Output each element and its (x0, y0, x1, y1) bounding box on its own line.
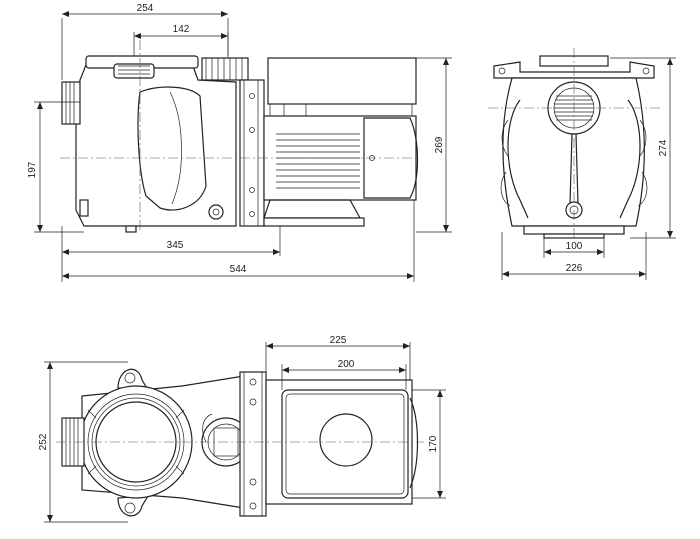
end-view (488, 48, 660, 240)
dim-197: 197 (27, 161, 38, 178)
discharge-port (201, 57, 249, 81)
dim-142: 142 (173, 24, 190, 35)
dim-274: 274 (658, 139, 669, 156)
dim-254: 254 (137, 3, 154, 14)
side-view-dimensions: 254 142 197 345 544 269 (27, 3, 452, 282)
dim-345: 345 (167, 240, 184, 251)
controller-box (267, 57, 417, 105)
dim-170: 170 (428, 435, 439, 452)
dim-226: 226 (566, 263, 583, 274)
lid-knob (113, 63, 155, 79)
side-view (60, 40, 420, 233)
end-view-dimensions: 274 100 226 (501, 57, 676, 280)
dim-269: 269 (434, 136, 445, 153)
dim-252: 252 (38, 433, 49, 450)
dim-200: 200 (338, 359, 355, 370)
dim-544: 544 (230, 264, 247, 275)
fan-cover (319, 413, 373, 467)
plan-view-dimensions: 252 225 200 170 (38, 335, 446, 523)
dim-100: 100 (566, 241, 583, 252)
plan-view (56, 368, 424, 517)
drain-plug (208, 204, 224, 220)
dim-225: 225 (330, 335, 347, 346)
